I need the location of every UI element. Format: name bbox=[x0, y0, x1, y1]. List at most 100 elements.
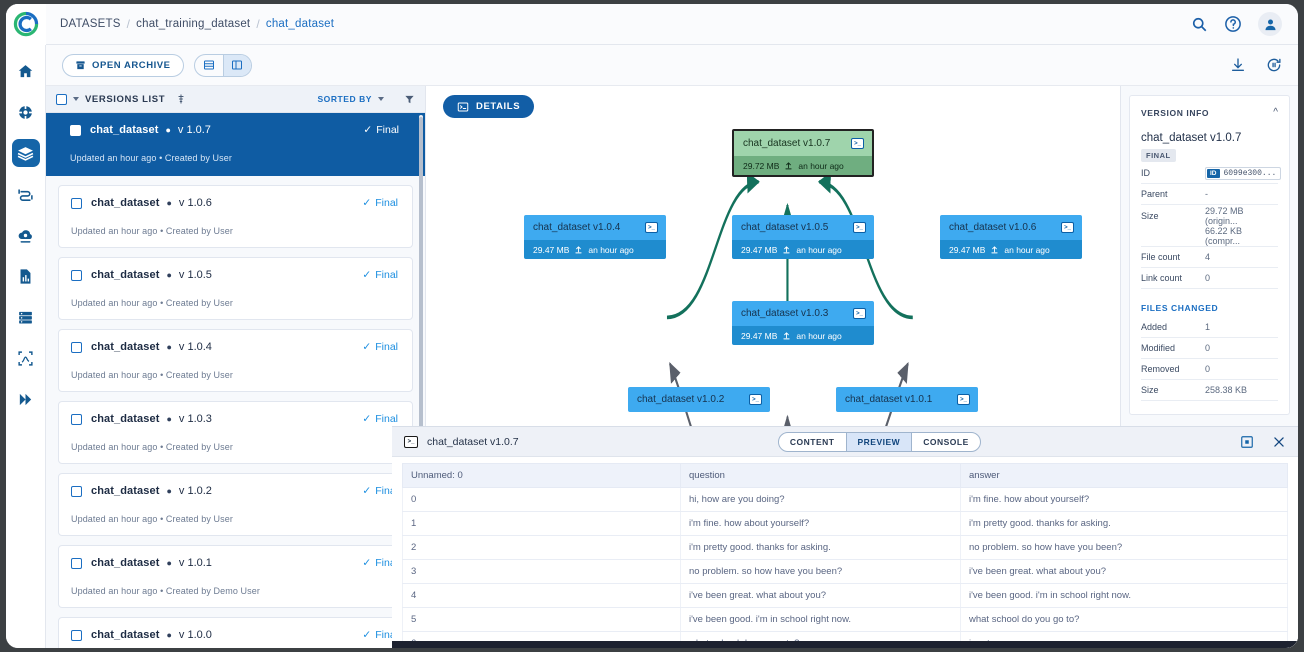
table-column-header[interactable]: answer bbox=[960, 463, 1288, 488]
version-checkbox[interactable] bbox=[71, 557, 82, 569]
download-icon[interactable] bbox=[1230, 57, 1246, 73]
terminal-icon[interactable]: >_ bbox=[853, 222, 866, 233]
select-all-dropdown-icon[interactable] bbox=[73, 97, 79, 101]
versions-scrollbar-thumb[interactable] bbox=[419, 117, 423, 447]
filter-icon[interactable] bbox=[404, 94, 415, 105]
version-checkbox[interactable] bbox=[71, 413, 82, 425]
table-column-header[interactable]: Unnamed: 0 bbox=[402, 463, 681, 488]
terminal-icon[interactable]: >_ bbox=[645, 222, 658, 233]
sidebar-item-datasets[interactable] bbox=[11, 139, 40, 167]
status-badge: ✓Final bbox=[363, 124, 399, 136]
select-all-checkbox[interactable] bbox=[56, 93, 67, 105]
graph-node[interactable]: chat_dataset v1.0.1>_ bbox=[836, 387, 978, 412]
open-archive-label: OPEN ARCHIVE bbox=[92, 59, 171, 71]
sidebar-item-projects[interactable] bbox=[12, 98, 40, 126]
breadcrumb-current[interactable]: chat_dataset bbox=[265, 18, 335, 30]
breadcrumb-root[interactable]: DATASETS bbox=[60, 18, 121, 30]
sidebar-item-cloud-settings[interactable] bbox=[12, 221, 40, 249]
preview-tab[interactable]: CONTENT bbox=[789, 436, 835, 447]
version-number: v 1.0.3 bbox=[178, 413, 212, 425]
sidebar-item-server[interactable] bbox=[12, 303, 40, 331]
terminal-icon[interactable]: >_ bbox=[1061, 222, 1074, 233]
sidebar-item-reports[interactable] bbox=[12, 262, 40, 290]
table-cell: hi, how are you doing? bbox=[680, 487, 961, 512]
horizontal-scrollbar[interactable] bbox=[392, 641, 1298, 648]
history-icon[interactable] bbox=[1266, 57, 1282, 73]
version-list-item[interactable]: chat_dataset●v 1.0.0✓Final bbox=[58, 617, 413, 648]
preview-tab[interactable]: CONSOLE bbox=[911, 432, 980, 451]
version-separator-dot: ● bbox=[166, 414, 172, 424]
chevron-up-icon[interactable]: ^ bbox=[1273, 107, 1278, 118]
version-separator-dot: ● bbox=[166, 558, 172, 568]
app-logo[interactable] bbox=[6, 4, 46, 45]
help-circle-icon[interactable] bbox=[1224, 15, 1242, 33]
avatar[interactable] bbox=[1258, 12, 1282, 36]
version-checkbox[interactable] bbox=[71, 269, 82, 281]
info-key: Added bbox=[1141, 322, 1168, 332]
sidebar-item-expand[interactable] bbox=[12, 385, 40, 413]
popout-icon[interactable] bbox=[1240, 435, 1254, 449]
version-separator-dot: ● bbox=[166, 198, 172, 208]
graph-node[interactable]: chat_dataset v1.0.2>_ bbox=[628, 387, 770, 412]
table-column-header[interactable]: question bbox=[680, 463, 961, 488]
terminal-icon[interactable]: >_ bbox=[957, 394, 970, 405]
preview-tab[interactable]: PREVIEW bbox=[845, 432, 912, 451]
open-archive-button[interactable]: OPEN ARCHIVE bbox=[62, 53, 184, 77]
close-icon[interactable] bbox=[1272, 435, 1286, 449]
graph-node-size: 29.47 MB bbox=[741, 330, 778, 341]
view-mode-list[interactable] bbox=[195, 55, 223, 76]
version-checkbox[interactable] bbox=[70, 124, 81, 136]
details-button[interactable]: DETAILS bbox=[443, 95, 535, 118]
terminal-icon[interactable]: >_ bbox=[853, 308, 866, 319]
terminal-icon[interactable]: >_ bbox=[851, 138, 864, 149]
sidebar-item-pipelines[interactable] bbox=[12, 180, 40, 208]
graph-node-time: an hour ago bbox=[796, 330, 842, 341]
sidebar-item-annotation[interactable] bbox=[12, 344, 40, 372]
id-chip-value: 6099e300... bbox=[1223, 168, 1277, 178]
sidebar-item-home[interactable] bbox=[12, 57, 40, 85]
version-checkbox[interactable] bbox=[71, 197, 82, 209]
sorted-by-control[interactable]: SORTED BY bbox=[317, 94, 384, 104]
terminal-icon[interactable]: >_ bbox=[749, 394, 762, 405]
table-cell: 5 bbox=[402, 607, 681, 632]
search-icon[interactable] bbox=[1190, 15, 1208, 33]
version-checkbox[interactable] bbox=[71, 629, 82, 641]
version-number: v 1.0.2 bbox=[178, 485, 212, 497]
table-cell: i've been great. what about you? bbox=[960, 559, 1288, 584]
versions-list-header: VERSIONS LIST SORTED BY bbox=[46, 86, 425, 113]
info-value: 4 bbox=[1205, 252, 1211, 262]
breadcrumb-parent[interactable]: chat_training_dataset bbox=[136, 18, 251, 30]
version-checkbox[interactable] bbox=[71, 341, 82, 353]
view-mode-split[interactable] bbox=[222, 54, 251, 76]
table-cell: i've been good. i'm in school right now. bbox=[960, 583, 1288, 608]
version-checkbox[interactable] bbox=[71, 485, 82, 497]
sort-icon[interactable] bbox=[176, 94, 186, 104]
reports-icon bbox=[20, 268, 31, 284]
